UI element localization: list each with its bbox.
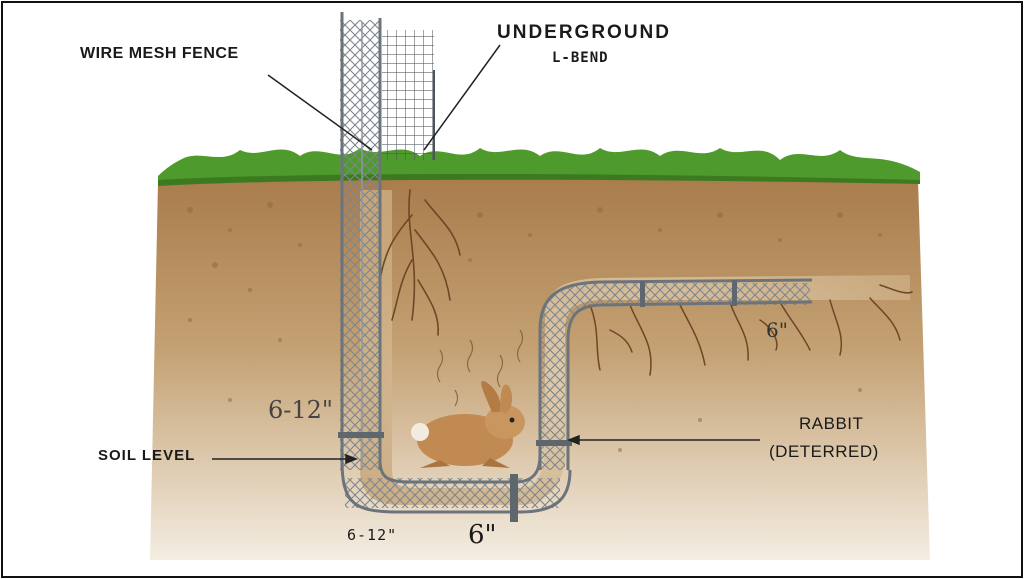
wire-mesh-fence-label: WIRE MESH FENCE xyxy=(80,45,239,62)
rabbit-label: RABBIT xyxy=(799,414,864,433)
bottom-depth-label: 6-12" xyxy=(347,526,398,544)
soil-pebbles xyxy=(187,202,882,452)
fence-vertical xyxy=(340,12,382,470)
rabbit-icon xyxy=(411,380,525,468)
bend-width-label: 6" xyxy=(468,520,497,550)
roots-left xyxy=(379,189,461,336)
soil-level-label: SOIL LEVEL xyxy=(98,447,196,464)
vertical-depth-label: 6-12" xyxy=(268,396,333,424)
roots-right xyxy=(589,284,913,376)
underground-label: UNDERGROUND xyxy=(497,22,671,43)
leader-lines xyxy=(212,44,760,465)
fence-upper-grid xyxy=(382,30,435,160)
bend-extension-label: 6" xyxy=(766,318,788,342)
deterred-label: (DETERRED) xyxy=(769,442,879,461)
fence-clamps xyxy=(338,280,737,522)
fence-bottom xyxy=(340,454,572,514)
fence-l-bend xyxy=(538,278,813,470)
l-bend-label: L-BEND xyxy=(552,50,609,66)
